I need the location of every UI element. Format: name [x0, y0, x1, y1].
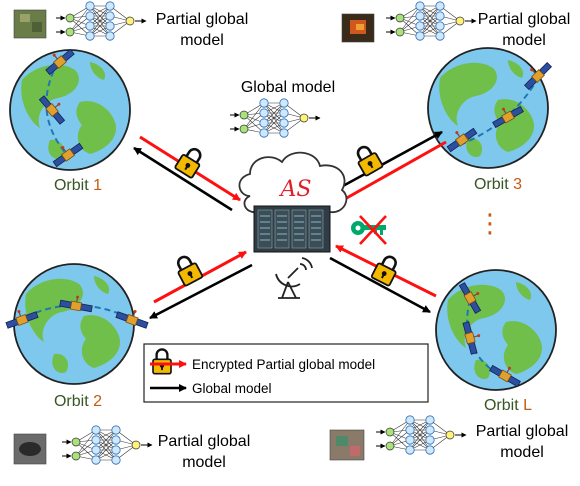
neural-network-icon — [376, 416, 466, 454]
partial-model-bottom-right: Partial global model — [329, 416, 569, 461]
legend-box — [143, 343, 429, 403]
partial-model-label-line2: model — [180, 32, 224, 49]
global-download-arrow — [329, 130, 443, 195]
legend-global-label: Global model — [192, 381, 272, 396]
orbit-label-1: Orbit 1 — [54, 177, 102, 194]
orbit-label-2: Orbit 2 — [54, 393, 102, 410]
legend-encrypted-label: Encrypted Partial global model — [192, 357, 375, 372]
partial-model-top-left: Partial global model — [13, 2, 249, 49]
ellipsis: ⋮ — [477, 209, 503, 239]
orbit-label-L: Orbit L — [484, 397, 532, 414]
orbit-label-3: Orbit 3 — [474, 176, 522, 193]
global-model: Global model — [230, 79, 335, 137]
earth-icon — [13, 263, 135, 385]
earth-orbit-3 — [427, 47, 553, 169]
neural-network-icon — [386, 2, 476, 40]
earth-orbit-2 — [2, 263, 152, 385]
earth-orbit-L — [435, 269, 557, 391]
partial-model-label-line1: Partial global — [478, 11, 571, 28]
partial-model-label-line1: Partial global — [158, 433, 251, 450]
lock-icon — [173, 143, 208, 180]
antenna-icon — [275, 257, 313, 299]
partial-model-bottom-left: Partial global model — [13, 426, 251, 471]
partial-model-label-line2: model — [502, 32, 546, 49]
neural-network-icon — [62, 426, 152, 464]
key-icon — [351, 215, 387, 245]
neural-network-icon — [56, 2, 146, 40]
partial-model-label-line2: model — [500, 444, 544, 461]
partial-model-label-line2: model — [182, 454, 226, 471]
as-label: AS — [279, 177, 312, 202]
global-download-arrow — [149, 263, 253, 320]
earth-icon — [427, 47, 549, 169]
global-download-arrow — [133, 146, 233, 212]
lock-icon — [351, 141, 385, 178]
lock-icon — [171, 251, 205, 288]
encrypted-upload-arrow — [335, 140, 447, 206]
neural-network-icon — [230, 99, 320, 137]
partial-model-label-line1: Partial global — [156, 11, 249, 28]
global-model-title: Global model — [241, 79, 335, 96]
partial-model-top-right: Partial global model — [341, 2, 571, 49]
aggregation-server: AS — [238, 151, 348, 299]
global-download-arrow — [329, 256, 431, 314]
arrows — [133, 130, 447, 320]
server-icon — [253, 205, 331, 253]
legend: Encrypted Partial global model Global mo… — [143, 343, 429, 403]
lock-icon — [369, 251, 403, 288]
partial-model-label-line1: Partial global — [476, 423, 569, 440]
earth-orbit-1 — [9, 43, 131, 171]
